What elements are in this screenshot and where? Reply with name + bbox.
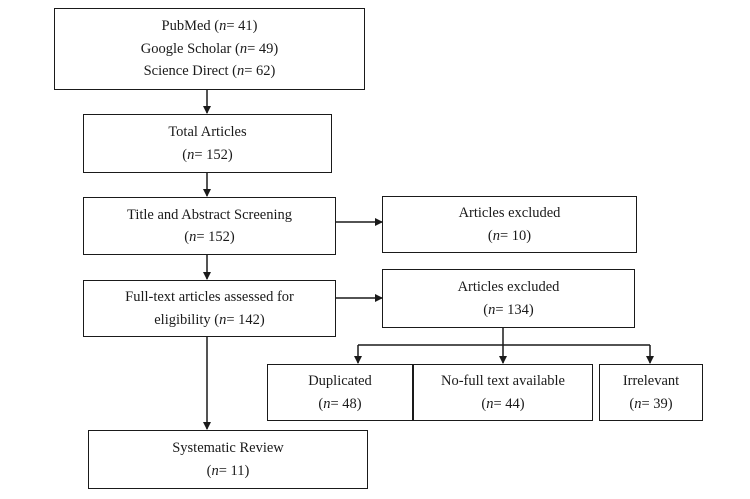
source-google-scholar: Google Scholar (n= 49) — [140, 40, 279, 57]
source-pubmed: PubMed (n= 41) — [161, 18, 258, 35]
irrelevant-box: Irrelevant (n= 39) — [599, 364, 703, 421]
screening-title: Title and Abstract Screening — [127, 206, 292, 223]
duplicated-count: (n= 48) — [318, 395, 362, 412]
duplicated-box: Duplicated (n= 48) — [267, 364, 413, 421]
excluded-fulltext-title: Articles excluded — [457, 279, 560, 296]
total-articles-title: Total Articles — [168, 124, 247, 141]
sources-box: PubMed (n= 41) Google Scholar (n= 49) Sc… — [54, 8, 365, 90]
systematic-review-title: Systematic Review — [172, 440, 284, 457]
excluded-screening-box: Articles excluded (n= 10) — [382, 196, 637, 253]
no-fulltext-box: No-full text available (n= 44) — [413, 364, 593, 421]
excluded-screening-title: Articles excluded — [458, 205, 561, 222]
screening-box: Title and Abstract Screening (n= 152) — [83, 197, 336, 255]
fulltext-box: Full-text articles assessed for eligibil… — [83, 280, 336, 337]
systematic-review-box: Systematic Review (n= 11) — [88, 430, 368, 489]
duplicated-title: Duplicated — [308, 373, 372, 390]
screening-count: (n= 152) — [184, 229, 235, 245]
systematic-review-count: (n= 11) — [206, 462, 250, 479]
fulltext-title: Full-text articles assessed for — [125, 289, 294, 306]
no-fulltext-count: (n= 44) — [481, 395, 525, 412]
excluded-fulltext-box: Articles excluded (n= 134) — [382, 269, 635, 328]
total-articles-box: Total Articles (n= 152) — [83, 114, 332, 173]
excluded-fulltext-count: (n= 134) — [483, 301, 534, 318]
fulltext-count: eligibility (n= 142) — [154, 311, 265, 328]
total-articles-count: (n= 152) — [182, 146, 233, 163]
source-science-direct: Science Direct (n= 62) — [143, 63, 276, 80]
irrelevant-count: (n= 39) — [629, 395, 673, 412]
excluded-screening-count: (n= 10) — [487, 227, 532, 244]
irrelevant-title: Irrelevant — [622, 373, 680, 390]
no-fulltext-title: No-full text available — [440, 373, 565, 390]
